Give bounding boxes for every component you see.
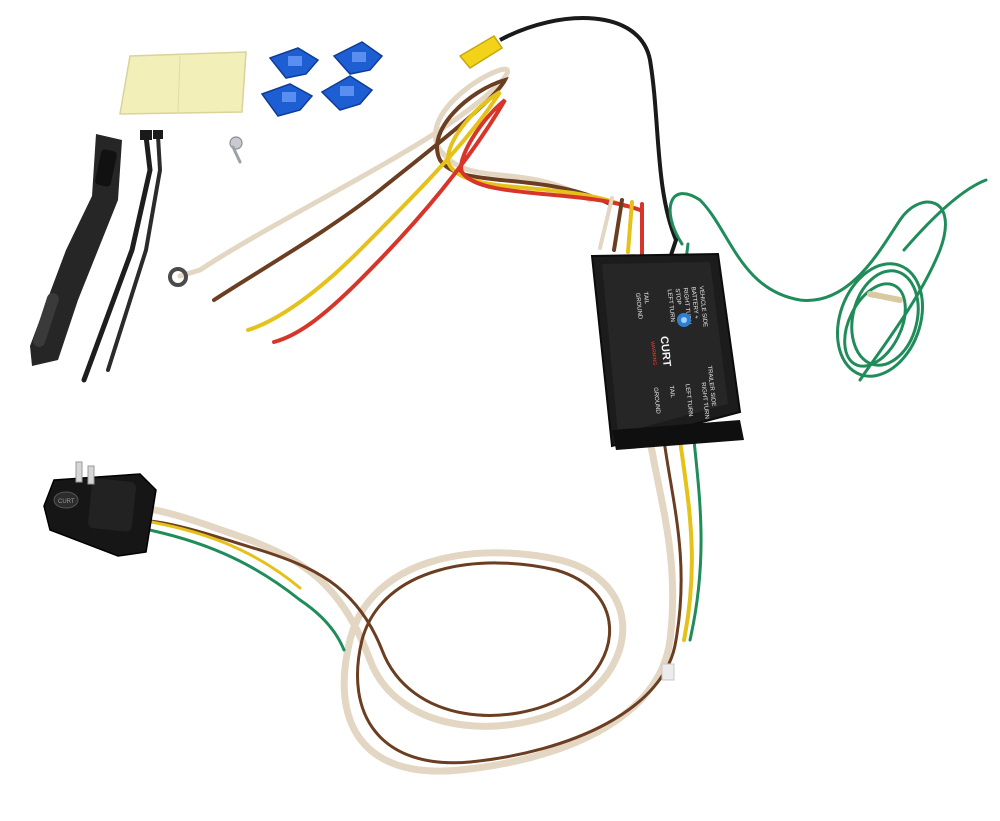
module-label-left-turn: LEFT TURN	[666, 289, 675, 322]
mounting-bracket	[30, 134, 122, 366]
module-label-battery: BATTERY +	[690, 287, 699, 320]
zip-ties	[81, 130, 163, 383]
module-logo-icon	[677, 313, 691, 327]
tap-connector-4-icon	[320, 75, 374, 111]
module-label-right-turn: RIGHT TURN	[682, 287, 692, 324]
trailer-harness	[136, 436, 703, 775]
adhesive-pad	[119, 51, 247, 115]
vehicle-wires	[168, 66, 642, 344]
tap-connector-2-icon	[332, 41, 384, 75]
module-label-stop: STOP	[674, 288, 682, 305]
green-coil-wire	[668, 178, 988, 382]
module-vehicle-side-text: VEHICLE SIDE	[698, 286, 708, 328]
tap-connector-3-icon	[260, 83, 314, 117]
converter-module: CURT VEHICLE SIDE BATTERY + RIGHT TURN S…	[590, 252, 744, 450]
four-way-connector: CURT	[43, 461, 157, 557]
module-out-ground: GROUND	[652, 387, 661, 415]
module-brand-text: CURT	[658, 336, 673, 368]
module-warning-text: WARNING	[649, 341, 657, 366]
wire-taps	[260, 41, 384, 117]
connector-pin-icon	[75, 461, 95, 485]
module-out-left-turn: LEFT TURN	[684, 384, 693, 417]
battery-wire	[458, 16, 678, 241]
butt-connector-icon	[458, 34, 504, 69]
connector-brand-text: CURT	[58, 499, 75, 505]
module-label-tail: TAIL	[642, 292, 649, 305]
module-out-tail: TAIL	[668, 385, 675, 398]
module-trailer-side-text: TRAILER SIDE	[706, 365, 716, 406]
module-label-ground: GROUND	[634, 292, 643, 320]
screw-icon	[229, 136, 243, 164]
module-out-right-turn: RIGHT TURN	[700, 382, 710, 419]
tap-connector-1-icon	[268, 47, 320, 79]
